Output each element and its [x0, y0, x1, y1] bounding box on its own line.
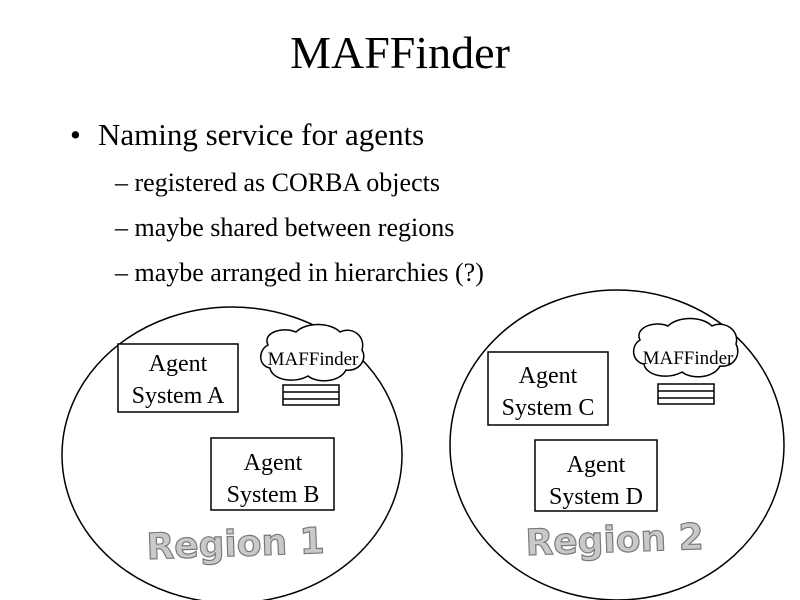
agent-system-d-line1: Agent	[567, 452, 626, 478]
maffinder-label-region-1: MAFFinder	[268, 349, 359, 370]
database-stack-icon	[282, 384, 340, 406]
agent-system-b-line2: System B	[227, 482, 320, 508]
maffinder-label-region-2: MAFFinder	[643, 348, 734, 369]
slide-title: MAFFinder	[290, 27, 510, 78]
agent-system-b-line1: Agent	[244, 450, 303, 476]
maffinder-cloud-icon	[260, 323, 365, 382]
maffinder-cloud-icon	[632, 317, 739, 378]
main-bullet-text: Naming service for agents	[98, 117, 425, 152]
sub-item-hierarchies: – maybe arranged in hierarchies (?)	[115, 258, 484, 287]
agent-system-d-line2: System D	[549, 484, 643, 510]
main-bullet: • Naming service for agents	[70, 115, 424, 155]
database-stack-icon	[657, 383, 715, 405]
agent-system-c-line2: System C	[502, 395, 595, 421]
agent-system-a-line1: Agent	[149, 351, 208, 377]
sub-item-registered: – registered as CORBA objects	[115, 168, 440, 197]
bullet-marker: •	[70, 117, 81, 152]
region-1-label: Region 1	[146, 521, 326, 568]
region-2-ellipse	[449, 289, 785, 600]
agent-system-c-line1: Agent	[519, 363, 578, 389]
agent-system-c-box	[487, 351, 609, 426]
agent-system-a-box	[117, 343, 239, 413]
agent-system-b-box	[210, 437, 335, 511]
sub-item-shared: – maybe shared between regions	[115, 213, 455, 242]
agent-system-d-box	[534, 439, 658, 512]
region-1-ellipse	[61, 306, 403, 600]
region-2-label: Region 2	[525, 517, 705, 564]
agent-system-a-line2: System A	[132, 383, 225, 409]
